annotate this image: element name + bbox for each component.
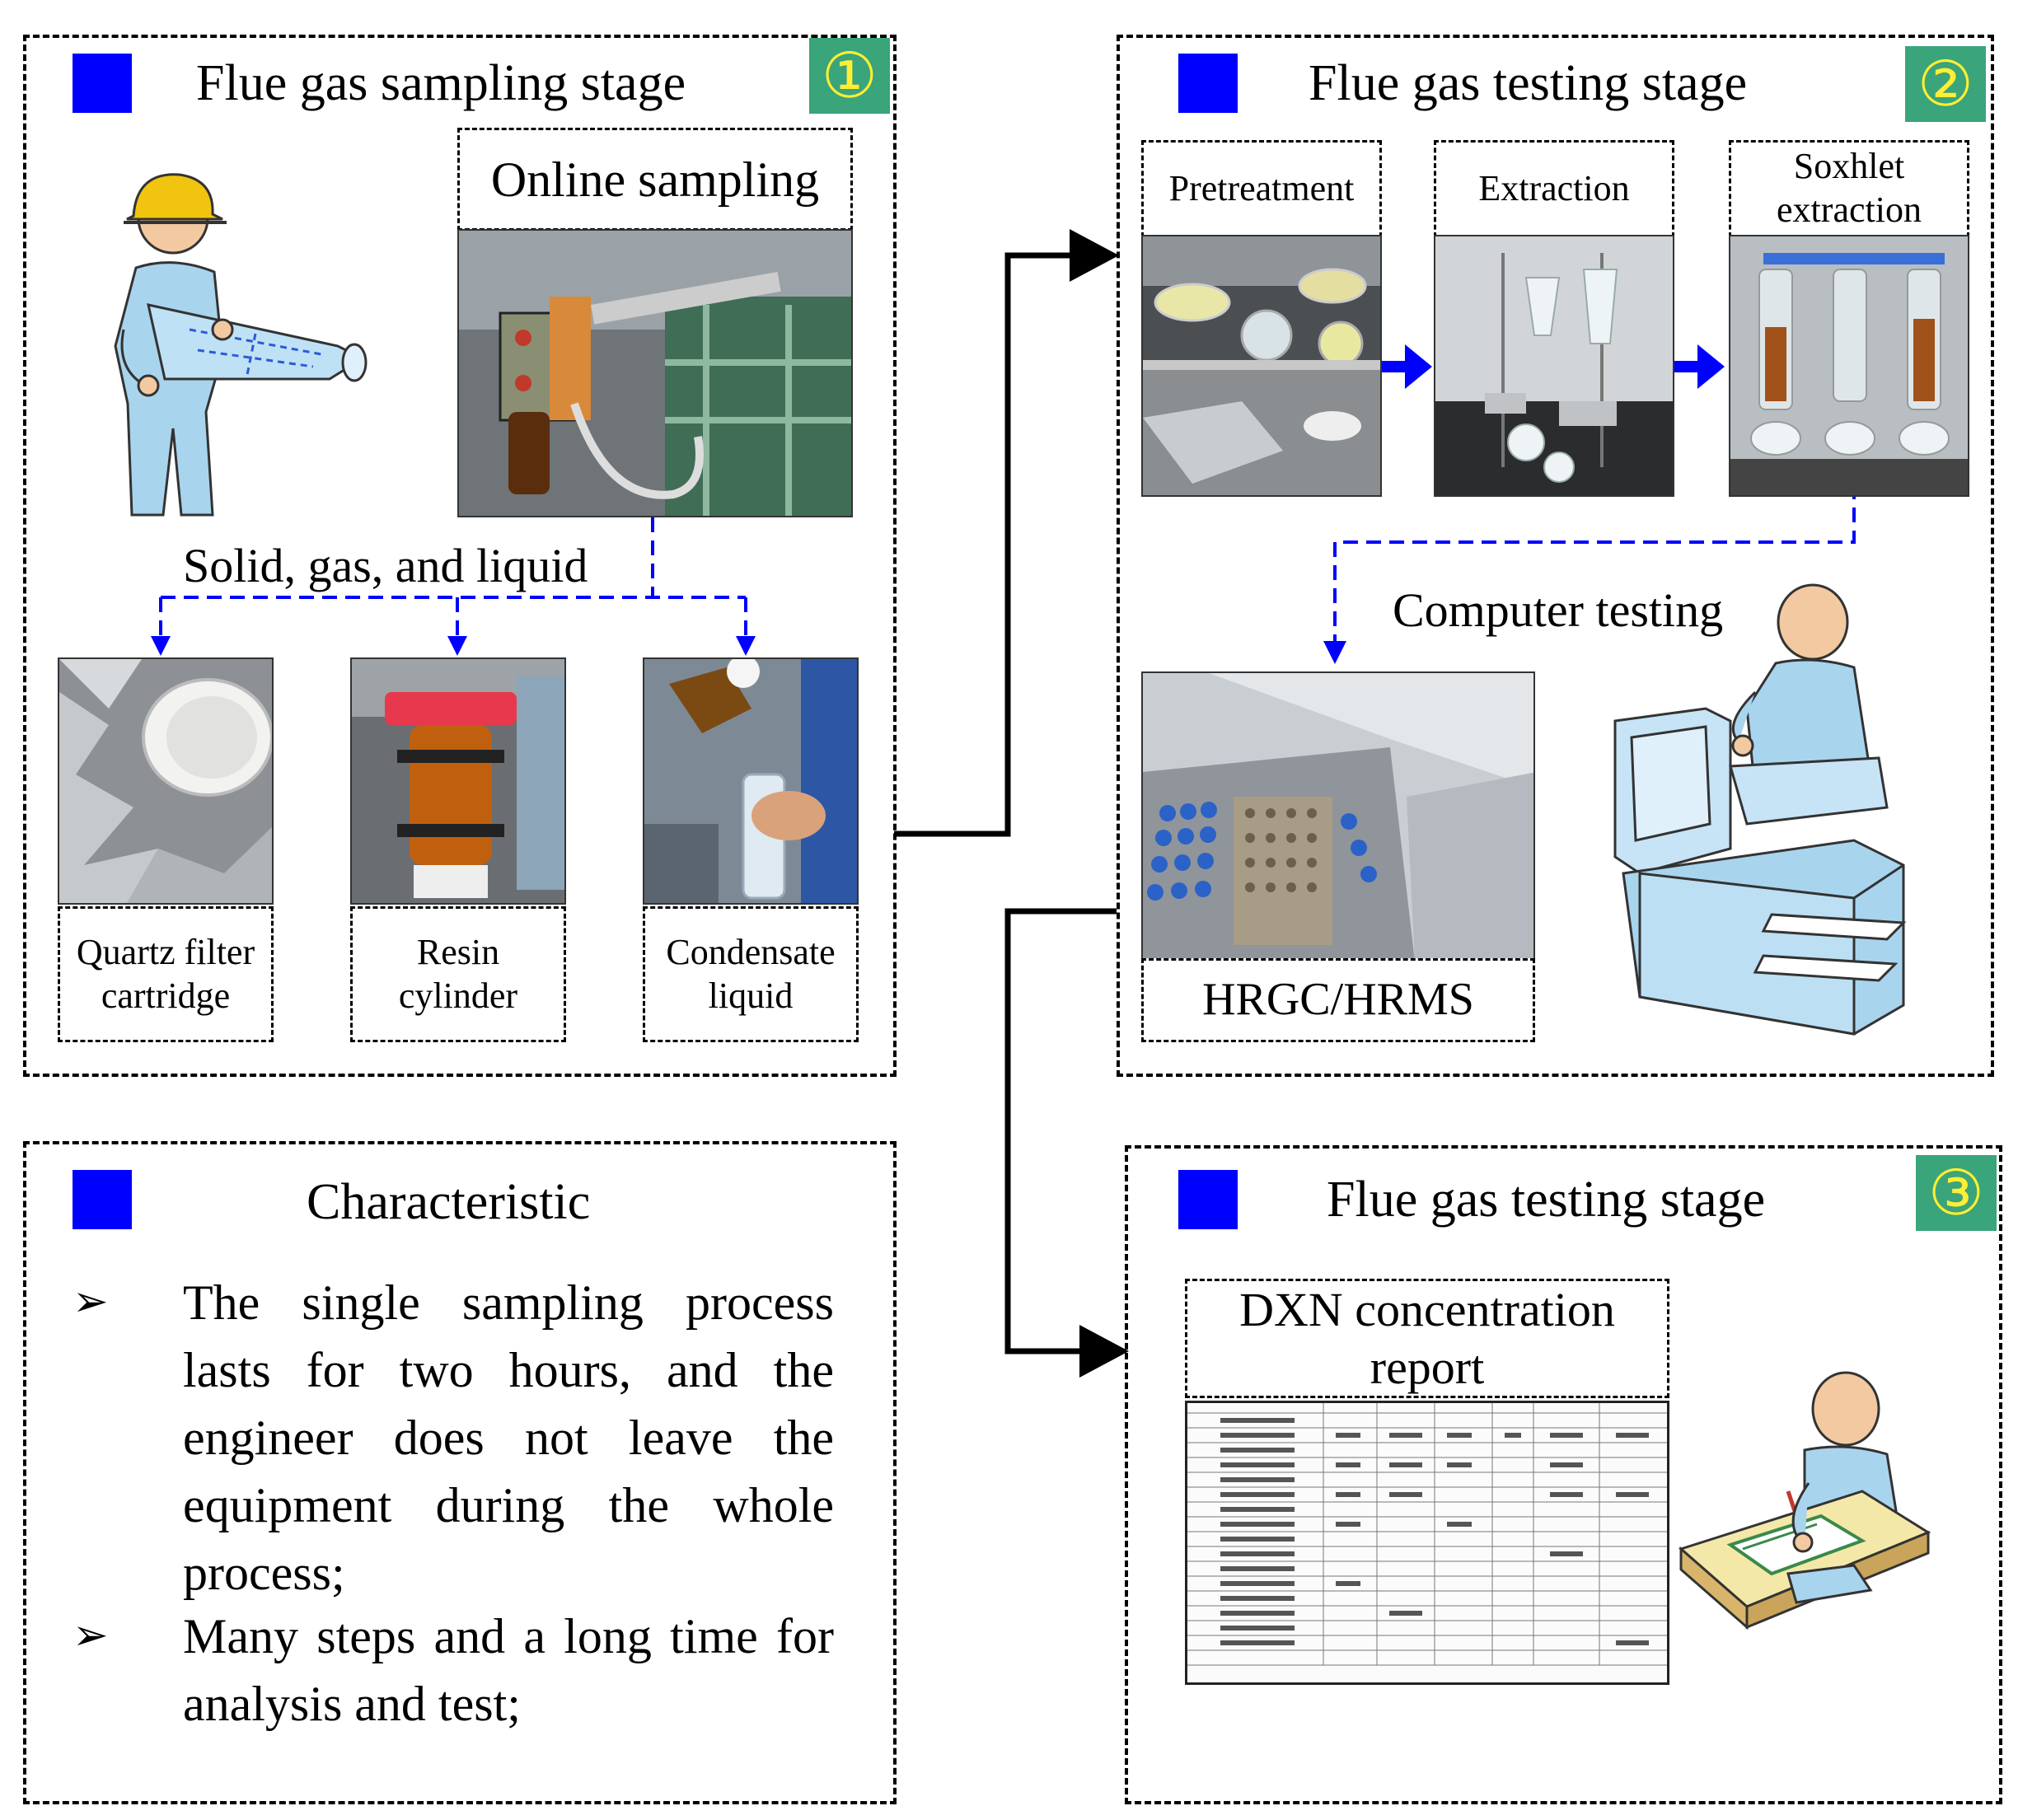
stage2-marker-square xyxy=(1178,54,1238,113)
online-sampling-photo xyxy=(457,229,853,517)
stage3-title: Flue gas testing stage xyxy=(1327,1172,1766,1228)
process-arrows xyxy=(1376,344,1725,389)
stage3-number-badge: ③ xyxy=(1916,1155,1997,1231)
hrgc-hrms-photo xyxy=(1141,671,1535,960)
resin-cylinder-photo xyxy=(350,657,566,905)
characteristic-marker-square xyxy=(73,1170,132,1229)
engineer-blueprint-icon xyxy=(114,173,368,517)
hrgc-hrms-label: HRGC/HRMS xyxy=(1141,958,1535,1042)
extraction-photo xyxy=(1434,235,1674,497)
sampling-branches xyxy=(159,517,747,639)
extraction-label: Extraction xyxy=(1434,140,1674,237)
analyst-computer-icon xyxy=(1613,583,1907,1036)
arrow-stage1-to-stage2 xyxy=(894,252,1079,837)
report-stage-panel xyxy=(1125,1145,2002,1804)
characteristic-item-1: The single sampling process lasts for tw… xyxy=(183,1275,834,1600)
bullet-arrow-1: ➢ xyxy=(73,1279,109,1326)
testing-stage-panel xyxy=(1117,35,1994,1077)
writer-desk-icon xyxy=(1679,1371,1931,1631)
sampling-arrowheads xyxy=(151,636,756,656)
quartz-filter-label: Quartz filter cartridge xyxy=(58,906,274,1042)
stage2-number-badge: ② xyxy=(1905,46,1986,122)
dxn-report-label: DXN concentration report xyxy=(1185,1279,1669,1398)
soxhlet-extraction-label: Soxhlet extraction xyxy=(1729,140,1969,237)
online-sampling-label: Online sampling xyxy=(457,128,853,231)
arrow-stage2-to-stage3 xyxy=(1004,908,1117,1354)
pretreatment-photo xyxy=(1141,235,1382,497)
stage3-marker-square xyxy=(1178,1170,1238,1229)
phase-label: Solid, gas, and liquid xyxy=(183,539,588,592)
instrument-arrowhead xyxy=(1323,641,1346,664)
condensate-liquid-photo xyxy=(643,657,859,905)
computer-testing-label: Computer testing xyxy=(1393,583,1724,637)
flow-arrows xyxy=(894,252,1117,1354)
bullet-arrow-2: ➢ xyxy=(73,1612,109,1659)
soxhlet-to-instrument xyxy=(1333,484,1856,644)
stage1-title: Flue gas sampling stage xyxy=(196,55,686,111)
condensate-liquid-label: Condensate liquid xyxy=(643,906,859,1042)
resin-cylinder-label: Resin cylinder xyxy=(350,906,566,1042)
pretreatment-label: Pretreatment xyxy=(1141,140,1382,237)
characteristic-panel xyxy=(23,1141,897,1804)
arrowhead-stage2 xyxy=(1070,229,1119,282)
sampling-stage-panel xyxy=(23,35,897,1077)
characteristic-item-2: Many steps and a long time for analysis … xyxy=(183,1609,834,1731)
soxhlet-photo xyxy=(1729,235,1969,497)
characteristic-title: Characteristic xyxy=(307,1174,591,1230)
quartz-filter-photo xyxy=(58,657,274,905)
dxn-report-table-image xyxy=(1185,1401,1669,1685)
stage1-number-badge: ① xyxy=(809,38,890,114)
arrowhead-stage3 xyxy=(1079,1325,1129,1378)
stage1-marker-square xyxy=(73,54,132,113)
stage2-title: Flue gas testing stage xyxy=(1309,55,1748,111)
